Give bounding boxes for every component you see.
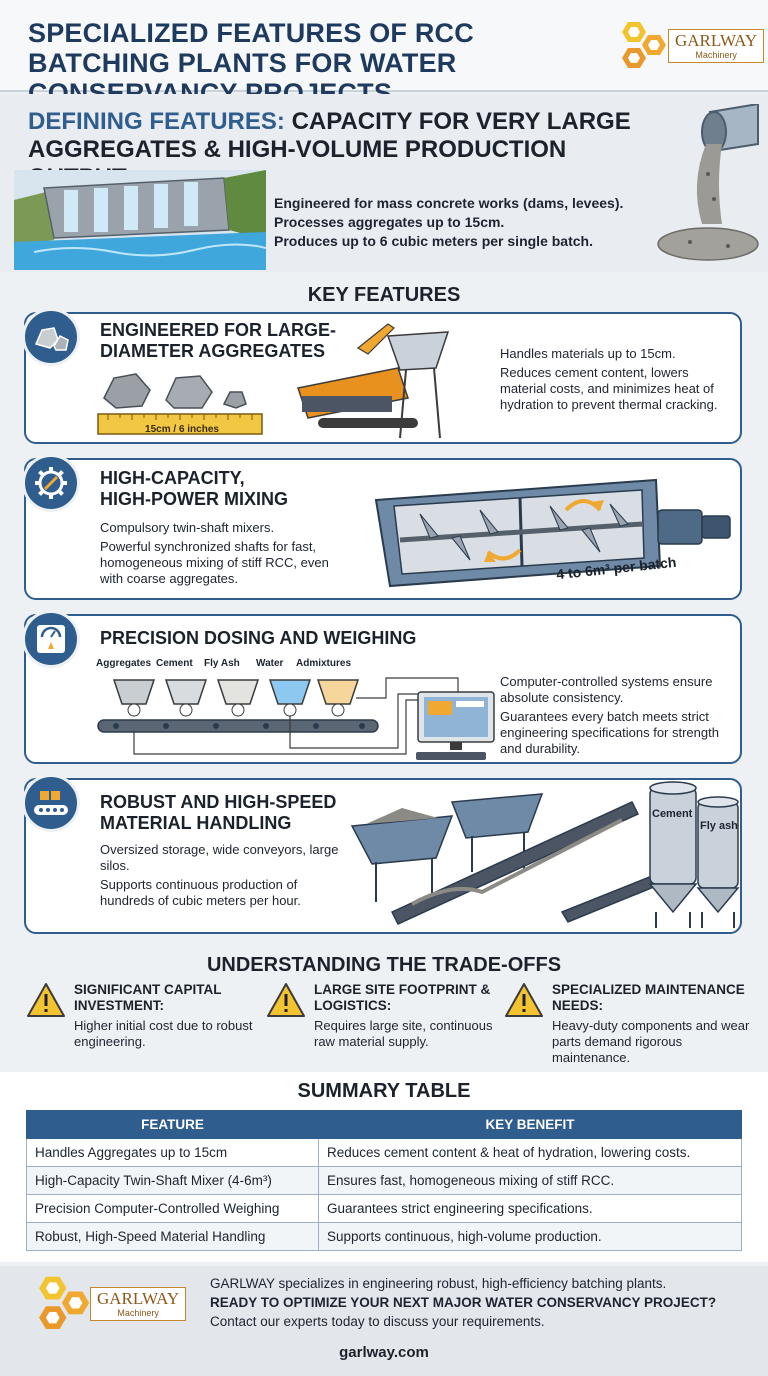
logo-sub: Machinery <box>117 1308 159 1318</box>
table-header-row: Feature Key Benefit <box>26 1110 742 1139</box>
weighing-system-illustration <box>97 677 495 760</box>
page-title: Specialized Features of RCC Batching Pla… <box>28 18 474 108</box>
hopper-label: Aggregates <box>96 658 152 669</box>
warning-icon <box>27 983 65 1017</box>
conveyor-icon <box>34 791 68 815</box>
table-cell: Guarantees strict engineering specificat… <box>318 1194 742 1223</box>
table-row: High-Capacity Twin-Shaft Mixer (4-6m³) E… <box>26 1166 742 1195</box>
defining-lines: Engineered for mass concrete works (dams… <box>274 194 654 251</box>
feature-description: Oversized storage, wide conveyors, large… <box>100 842 350 912</box>
warning-icon <box>505 983 543 1017</box>
feature-icon <box>22 454 80 512</box>
table-header: Feature <box>26 1110 319 1139</box>
tradeoff-title: Large Site Footprint & Logistics: <box>314 982 491 1013</box>
feature-description: Compulsory twin-shaft mixers. Powerful s… <box>100 520 340 590</box>
footer-line: Contact our experts today to discuss you… <box>210 1314 545 1329</box>
footer-text: GARLWAY specializes in engineering robus… <box>210 1274 760 1331</box>
feature-line: Guarantees every batch meets strict engi… <box>500 709 719 756</box>
summary-section: Summary Table Feature Key Benefit Handle… <box>0 1072 768 1262</box>
concrete-pour-illustration <box>657 104 759 261</box>
table-cell: Supports continuous, high-volume product… <box>318 1222 742 1251</box>
ruler-label: 15cm / 6 inches <box>145 424 219 435</box>
tradeoffs-title: Understanding the Trade-offs <box>206 954 562 976</box>
feature-card-handling: Robust and High-Speed Material Handling … <box>22 774 742 934</box>
tradeoff-text: Higher initial cost due to robust engine… <box>74 1018 253 1049</box>
table-cell: Precision Computer-Controlled Weighing <box>26 1194 319 1223</box>
table-row: Precision Computer-Controlled Weighing G… <box>26 1194 742 1223</box>
feature-icon <box>22 610 80 668</box>
feature-line: Compulsory twin-shaft mixers. <box>100 520 275 535</box>
footer-line: GARLWAY specializes in engineering robus… <box>210 1276 667 1291</box>
feature-card-aggregates: Engineered for Large-Diameter Aggregates… <box>22 308 742 444</box>
header: Specialized Features of RCC Batching Pla… <box>0 0 768 108</box>
summary-title: Summary Table <box>297 1080 471 1102</box>
logo-name: GARLWAY <box>675 31 758 50</box>
footer: GARLWAY Machinery GARLWAY specializes in… <box>0 1266 768 1376</box>
tradeoff-title: Significant Capital Investment: <box>74 982 222 1013</box>
feature-title: Engineered for Large-Diameter Aggregates <box>100 320 337 361</box>
feature-description: Handles materials up to 15cm. Reduces ce… <box>500 346 730 416</box>
footer-cta: Ready to optimize your next major water … <box>210 1295 717 1310</box>
feature-description: Computer-controlled systems ensure absol… <box>500 674 736 760</box>
dam-illustration <box>14 170 266 270</box>
hopper-label: Admixtures <box>296 658 352 669</box>
feature-title: Robust and High-Speed Material Handling <box>100 792 337 833</box>
aggregate-ruler-illustration <box>97 373 263 435</box>
logo-sub: Machinery <box>695 50 737 60</box>
hopper-labels: Aggregates Cement Fly Ash Water Admixtur… <box>96 658 351 674</box>
warning-icon <box>267 983 305 1017</box>
tradeoff-text: Heavy-duty components and wear parts dem… <box>552 1018 750 1065</box>
footer-logo[interactable]: GARLWAY Machinery <box>30 1274 187 1334</box>
defining-title-accent: Defining Features: <box>28 108 285 135</box>
feature-line: Powerful synchronized shafts for fast, h… <box>100 539 329 586</box>
feature-line: Supports continuous production of hundre… <box>100 877 301 908</box>
table-cell: Handles Aggregates up to 15cm <box>26 1138 319 1167</box>
feature-icon <box>22 774 80 832</box>
silo-label: Fly ash <box>700 820 738 832</box>
silo-label: Cement <box>652 808 693 820</box>
tradeoff-text: Requires large site, continuous raw mate… <box>314 1018 493 1049</box>
defining-line: Processes aggregates up to 15cm. <box>274 214 505 230</box>
hopper-label: Fly Ash <box>204 658 240 669</box>
scale-icon <box>37 625 65 653</box>
twin-shaft-mixer-illustration <box>374 478 731 588</box>
summary-table: Feature Key Benefit Handles Aggregates u… <box>26 1110 742 1251</box>
feature-card-mixing: High-Capacity, High-Power Mixing Compuls… <box>22 454 742 600</box>
header-logo[interactable]: GARLWAY Machinery <box>614 20 765 72</box>
defining-line: Engineered for mass concrete works (dams… <box>274 195 624 211</box>
feature-line: Handles materials up to 15cm. <box>500 346 676 361</box>
table-header: Key Benefit <box>318 1110 742 1139</box>
feature-line: Reduces cement content, lowers material … <box>500 365 718 412</box>
tradeoff-title: Specialized Maintenance Needs: <box>552 982 745 1013</box>
table-cell: Ensures fast, homogeneous mixing of stif… <box>318 1166 742 1195</box>
feature-line: Oversized storage, wide conveyors, large… <box>100 842 339 873</box>
feature-title: Precision Dosing and Weighing <box>100 628 417 648</box>
table-row: Robust, High-Speed Material Handling Sup… <box>26 1222 742 1251</box>
table-cell: High-Capacity Twin-Shaft Mixer (4-6m³) <box>26 1166 319 1195</box>
tradeoffs-section: Understanding the Trade-offs Significant… <box>0 950 768 1070</box>
defining-line: Produces up to 6 cubic meters per single… <box>274 233 593 249</box>
table-cell: Reduces cement content & heat of hydrati… <box>318 1138 742 1167</box>
feature-line: Computer-controlled systems ensure absol… <box>500 674 713 705</box>
rocks-icon <box>34 327 69 351</box>
feature-card-dosing: Precision Dosing and Weighing Aggregates… <box>22 610 742 764</box>
footer-url-link[interactable]: garlway.com <box>339 1344 429 1361</box>
logo-name: GARLWAY <box>97 1289 180 1308</box>
hopper-label: Water <box>256 658 284 669</box>
defining-features-section: Defining Features: Capacity for Very Lar… <box>0 94 768 272</box>
hexagon-logo-icon <box>39 1276 90 1330</box>
feature-icon <box>22 308 80 366</box>
hexagon-logo-icon <box>622 22 666 68</box>
key-features-title: Key Features <box>307 284 461 306</box>
table-row: Handles Aggregates up to 15cm Reduces ce… <box>26 1138 742 1167</box>
material-handling-illustration <box>350 781 740 928</box>
table-cell: Robust, High-Speed Material Handling <box>26 1222 319 1251</box>
feature-title: High-Capacity, High-Power Mixing <box>100 468 288 509</box>
hopper-label: Cement <box>156 658 193 669</box>
gear-icon <box>35 467 67 499</box>
crusher-illustration <box>297 323 450 439</box>
